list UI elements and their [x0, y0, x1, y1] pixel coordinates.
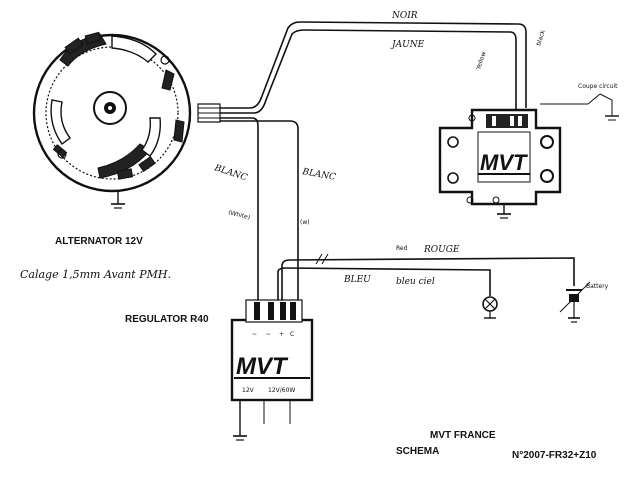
regulator-pin-3: +: [279, 331, 284, 338]
regulator-pin-4: C: [290, 331, 294, 338]
label-black: black: [535, 29, 547, 47]
wire-bleu: [277, 267, 491, 302]
label-jaune: JAUNE: [390, 40, 425, 50]
alternator: ALTERNATOR 12V: [32, 31, 192, 247]
lamp-icon: [482, 296, 498, 319]
wire-rouge: [281, 257, 575, 302]
label-bleu-note: bleu ciel: [396, 277, 435, 287]
alternator-coils: [50, 31, 185, 180]
label-blanc-right: BLANC: [300, 167, 336, 183]
schema-title: SCHEMA: [396, 446, 439, 457]
alternator-inner-ring: [45, 46, 179, 180]
alternator-label: ALTERNATOR 12V: [55, 236, 143, 247]
ignition-module: MVT: [438, 108, 562, 219]
wire-blanc-left: [220, 117, 259, 302]
alternator-outer-ring: [32, 33, 192, 193]
label-white-right: (w): [300, 219, 310, 226]
label-noir: NOIR: [391, 11, 418, 21]
wire-noir: [220, 21, 527, 109]
regulator-spec-left: 12V: [242, 387, 255, 394]
label-rouge-prefix: Red: [396, 245, 408, 252]
wire-harness: [197, 21, 619, 302]
label-white-left: (White): [228, 209, 251, 221]
regulator-spec-right: 12V/60W: [268, 387, 295, 394]
wire-jaune: [220, 29, 517, 114]
label-bleu: BLEU: [343, 275, 371, 285]
label-battery: Battery: [586, 283, 609, 290]
calage-note: Calage 1,5mm Avant PMH.: [20, 268, 171, 281]
regulator-pin-2: ~: [266, 331, 271, 338]
regulator-pin-1: ~: [252, 331, 257, 338]
label-blanc-left: BLANC: [212, 163, 248, 183]
wire-blanc-right: [220, 120, 299, 302]
label-coupe-circuit: Coupe circuit: [578, 83, 618, 90]
label-yellow: Yellow: [475, 51, 488, 72]
ignition-brand: MVT: [480, 150, 528, 175]
regulator-brand: MVT: [236, 353, 289, 380]
battery-icon: [559, 281, 591, 323]
label-rouge: ROUGE: [423, 245, 460, 255]
wire-coupe-circuit: [540, 93, 613, 116]
regulator: REGULATOR R40 ~ ~ + C MVT 12V 12V/60W: [125, 299, 314, 441]
regulator-label: REGULATOR R40: [125, 314, 209, 325]
reference-number: N°2007-FR32+Z10: [512, 450, 597, 461]
manufacturer: MVT FRANCE: [430, 430, 496, 441]
